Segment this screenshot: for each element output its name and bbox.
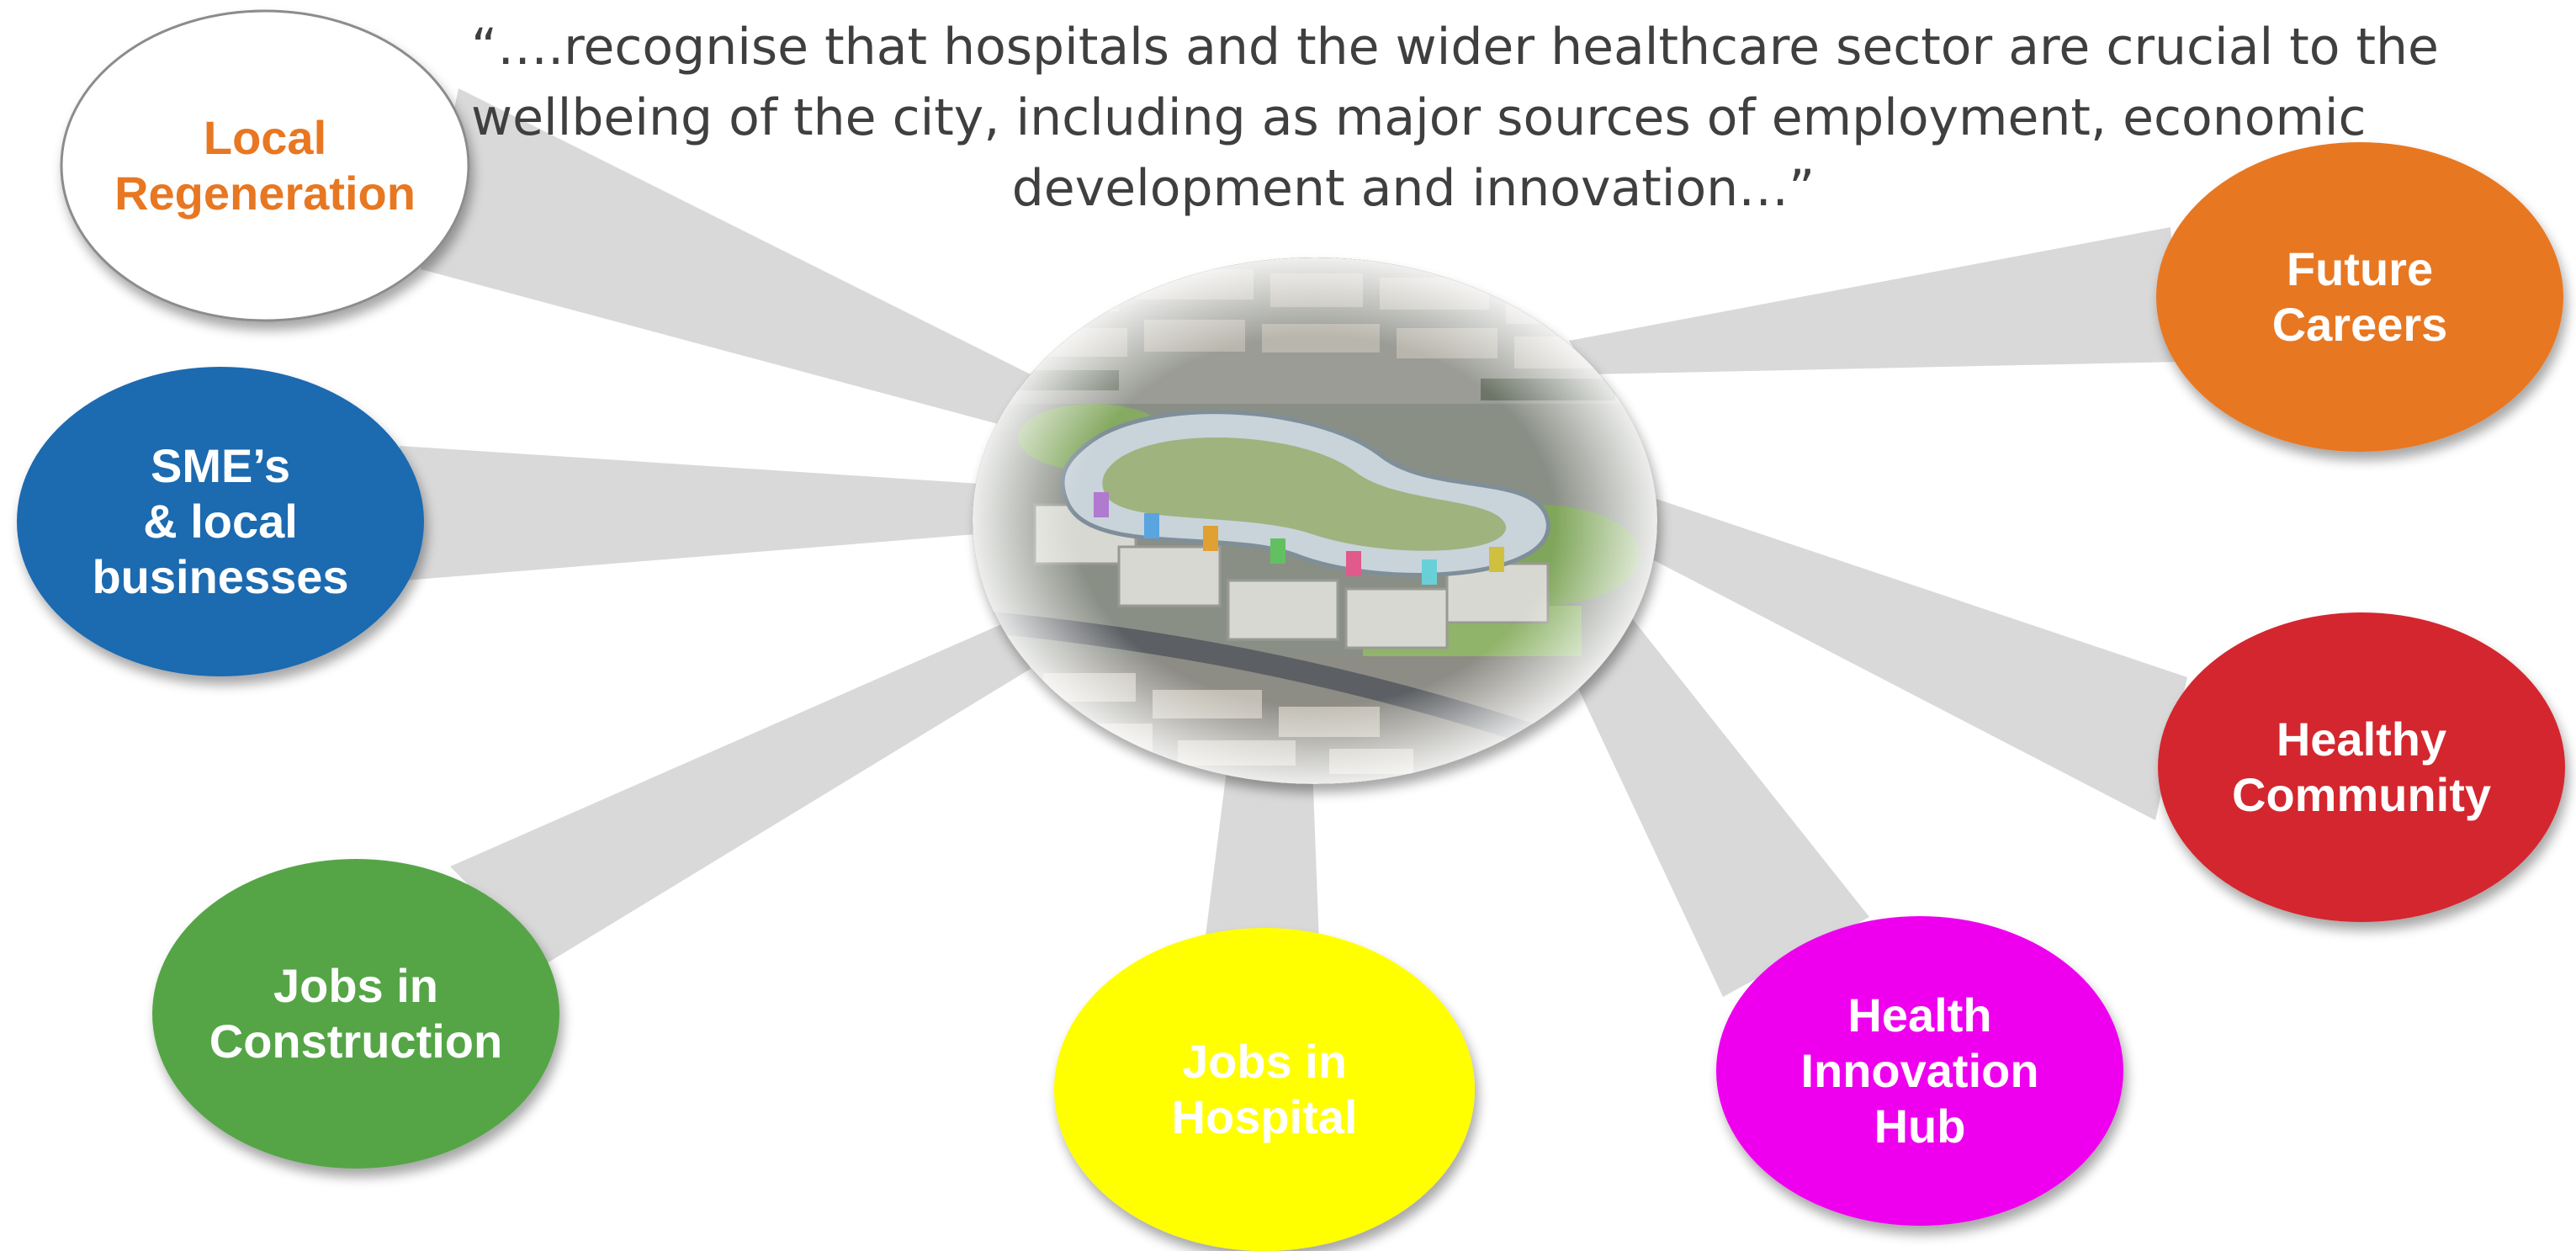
spoke-smes	[400, 446, 980, 580]
quote-text: “….recognise that hospitals and the wide…	[471, 12, 2439, 224]
node-future-careers	[2156, 142, 2563, 452]
aerial-hospital-campus-photo	[973, 257, 1657, 784]
quote-line: wellbeing of the city, including as majo…	[471, 88, 2367, 147]
spoke-jobs-construction	[450, 623, 1031, 963]
node-jobs-construction	[152, 859, 559, 1169]
spoke-local-regeneration	[421, 88, 1031, 425]
quote-line: “….recognise that hospitals and the wide…	[471, 18, 2439, 77]
node-health-innovation-hub	[1716, 916, 2123, 1226]
spoke-future-careers	[1569, 227, 2181, 374]
node-jobs-hospital	[1054, 928, 1475, 1251]
quote-line: development and innovation…”	[1011, 159, 1815, 218]
node-healthy-community	[2158, 612, 2565, 922]
node-local-regeneration	[60, 9, 470, 322]
spoke-jobs-hospital	[1205, 757, 1319, 942]
spokes	[400, 88, 2187, 997]
spoke-healthy-community	[1628, 496, 2187, 820]
spoke-health-innovation-hub	[1569, 618, 1869, 997]
node-smes	[17, 367, 424, 676]
nodes	[17, 9, 2565, 1251]
